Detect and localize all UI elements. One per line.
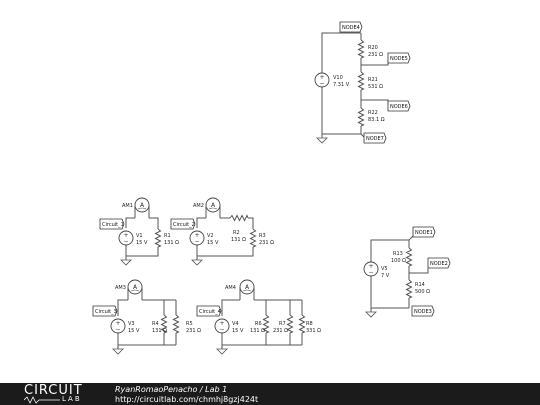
ground-symbol <box>112 344 124 355</box>
circuit-3 <box>110 279 180 355</box>
circuitlab-logo[interactable]: CIRCUIT <box>24 383 83 398</box>
node-flag-node3[interactable]: NODE3 <box>411 305 435 317</box>
r14-value: 500 Ω <box>415 289 430 295</box>
circuit-1 <box>118 197 162 266</box>
r3-value: 231 Ω <box>259 240 274 246</box>
svg-text:NODE4: NODE4 <box>342 25 360 31</box>
ground-symbol <box>191 255 203 266</box>
v1-value: 15 V <box>136 240 148 246</box>
divider-circuit-right <box>363 235 429 318</box>
author-link[interactable]: RyanRomaoPenacho <box>115 385 198 394</box>
r14-name: R14 <box>415 282 425 288</box>
svg-text:Circuit_4: Circuit_4 <box>199 309 221 315</box>
svg-text:NODE6: NODE6 <box>390 104 408 110</box>
am3-name: AM3 <box>115 285 126 291</box>
node-flag-circuit-1[interactable]: Circuit_1 <box>99 218 125 230</box>
r6-value: 131 Ω <box>250 328 265 334</box>
r20-name: R20 <box>368 45 378 51</box>
am1-name: AM1 <box>122 203 133 209</box>
svg-text:NODE1: NODE1 <box>415 230 433 236</box>
r2-value: 131 Ω <box>231 237 246 243</box>
r13-name: R13 <box>393 251 403 257</box>
v4-value: 15 V <box>232 328 244 334</box>
r8-name: R8 <box>306 321 313 327</box>
circuit-2 <box>189 197 257 266</box>
v5-value: 7 V <box>381 273 390 279</box>
r7-name: R7 <box>279 321 286 327</box>
r1-value: 131 Ω <box>164 240 179 246</box>
r20-value: 231 Ω <box>368 52 383 58</box>
v2-value: 15 V <box>207 240 219 246</box>
r4-name: R4 <box>152 321 159 327</box>
node-flag-circuit-2[interactable]: Circuit_2 <box>170 218 196 230</box>
r22-value: 83.1 Ω <box>368 117 385 123</box>
voltage-source-v5[interactable] <box>363 261 379 277</box>
voltage-source-v4[interactable] <box>214 318 230 334</box>
ground-symbol <box>365 307 377 318</box>
ground-symbol <box>120 255 132 266</box>
r1-name: R1 <box>164 233 171 239</box>
svg-text:NODE5: NODE5 <box>390 56 408 62</box>
r13-value: 100 Ω <box>391 258 406 264</box>
voltage-source-v3[interactable] <box>110 318 126 334</box>
circuit-4 <box>214 279 306 355</box>
node-flag-node6[interactable]: NODE6 <box>387 100 411 112</box>
node-flag-circuit-3[interactable]: Circuit_3 <box>92 305 118 317</box>
v1-name: V1 <box>136 233 143 239</box>
footer-bar: CIRCUIT LAB RyanRomaoPenacho / Lab 1 htt… <box>0 383 540 405</box>
v3-name: V3 <box>128 321 135 327</box>
ground-symbol <box>316 133 328 144</box>
v10-value: 7.31 V <box>333 82 350 88</box>
r5-name: R5 <box>186 321 193 327</box>
svg-text:NODE2: NODE2 <box>430 261 448 267</box>
voltage-source-v2[interactable] <box>189 230 205 246</box>
ammeter-am3[interactable] <box>127 279 143 295</box>
svg-text:Circuit_1: Circuit_1 <box>102 222 124 228</box>
node-flag-node4[interactable]: NODE4 <box>339 21 363 33</box>
node-flag-node1[interactable]: NODE1 <box>412 226 436 238</box>
svg-text:NODE7: NODE7 <box>366 136 384 142</box>
voltage-source-v1[interactable] <box>118 230 134 246</box>
r3-name: R3 <box>259 233 266 239</box>
svg-text:Circuit_2: Circuit_2 <box>173 222 195 228</box>
r2-name: R2 <box>233 230 240 236</box>
ammeter-am1[interactable] <box>134 197 150 213</box>
ground-symbol <box>216 344 228 355</box>
node-flag-node2[interactable]: NODE2 <box>427 257 451 269</box>
node-flag-node5[interactable]: NODE5 <box>387 52 411 64</box>
svg-text:Circuit_3: Circuit_3 <box>95 309 117 315</box>
r8-value: 331 Ω <box>306 328 321 334</box>
r22-name: R22 <box>368 110 378 116</box>
circuitlab-logo-lab: LAB <box>62 395 82 403</box>
r5-value: 231 Ω <box>186 328 201 334</box>
schematic-canvas[interactable]: + − A V10 7.31 V R20 231 Ω R21 531 Ω R22… <box>0 0 540 383</box>
ammeter-am2[interactable] <box>205 197 221 213</box>
v3-value: 15 V <box>128 328 140 334</box>
r21-name: R21 <box>368 77 378 83</box>
node-flag-node7[interactable]: NODE7 <box>363 132 387 144</box>
am2-name: AM2 <box>193 203 204 209</box>
svg-text:NODE3: NODE3 <box>414 309 432 315</box>
am4-name: AM4 <box>225 285 236 291</box>
r4-value: 131 Ω <box>152 328 167 334</box>
v4-name: V4 <box>232 321 239 327</box>
v5-name: V5 <box>381 266 388 272</box>
r7-value: 231 Ω <box>273 328 288 334</box>
divider-circuit-top <box>314 32 389 144</box>
logo-wave-icon <box>24 396 60 404</box>
node-flag-circuit-4[interactable]: Circuit_4 <box>196 305 222 317</box>
r21-value: 531 Ω <box>368 84 383 90</box>
project-url[interactable]: http://circuitlab.com/chmhj8gzj424t <box>115 395 259 404</box>
title-separator: / <box>197 385 206 394</box>
project-name: Lab 1 <box>205 385 228 394</box>
ammeter-am4[interactable] <box>239 279 255 295</box>
voltage-source-v10[interactable] <box>314 72 330 88</box>
v2-name: V2 <box>207 233 214 239</box>
project-title: RyanRomaoPenacho / Lab 1 <box>115 385 227 394</box>
v10-name: V10 <box>333 75 343 81</box>
r6-name: R6 <box>255 321 262 327</box>
